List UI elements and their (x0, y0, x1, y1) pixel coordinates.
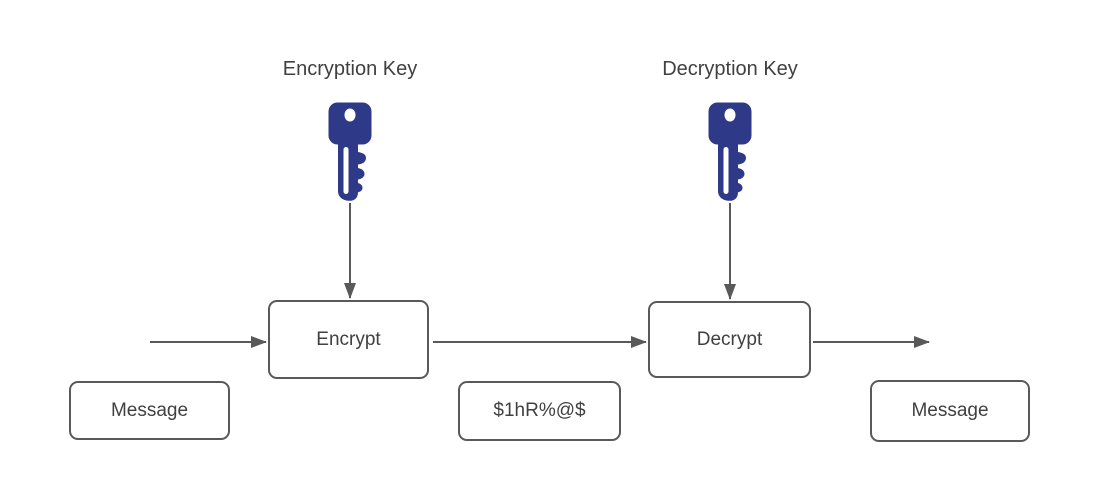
message-output-label: Message (911, 400, 989, 421)
message-output-box: Message (870, 380, 1030, 442)
encrypt-box: Encrypt (268, 300, 429, 379)
ciphertext-label: $1hR%@$ (493, 400, 586, 421)
decryption-key-label: Decryption Key (662, 58, 798, 80)
encrypt-label: Encrypt (316, 328, 381, 350)
encryption-key-label: Encryption Key (282, 58, 418, 80)
decrypt-box: Decrypt (648, 301, 811, 378)
message-input-label: Message (110, 399, 189, 421)
ciphertext-box: $1hR%@$ (458, 381, 621, 441)
decryption-key-icon (708, 102, 752, 201)
decrypt-label: Decrypt (696, 328, 763, 350)
message-input-box: Message (69, 381, 230, 440)
encryption-key-icon (328, 102, 372, 201)
